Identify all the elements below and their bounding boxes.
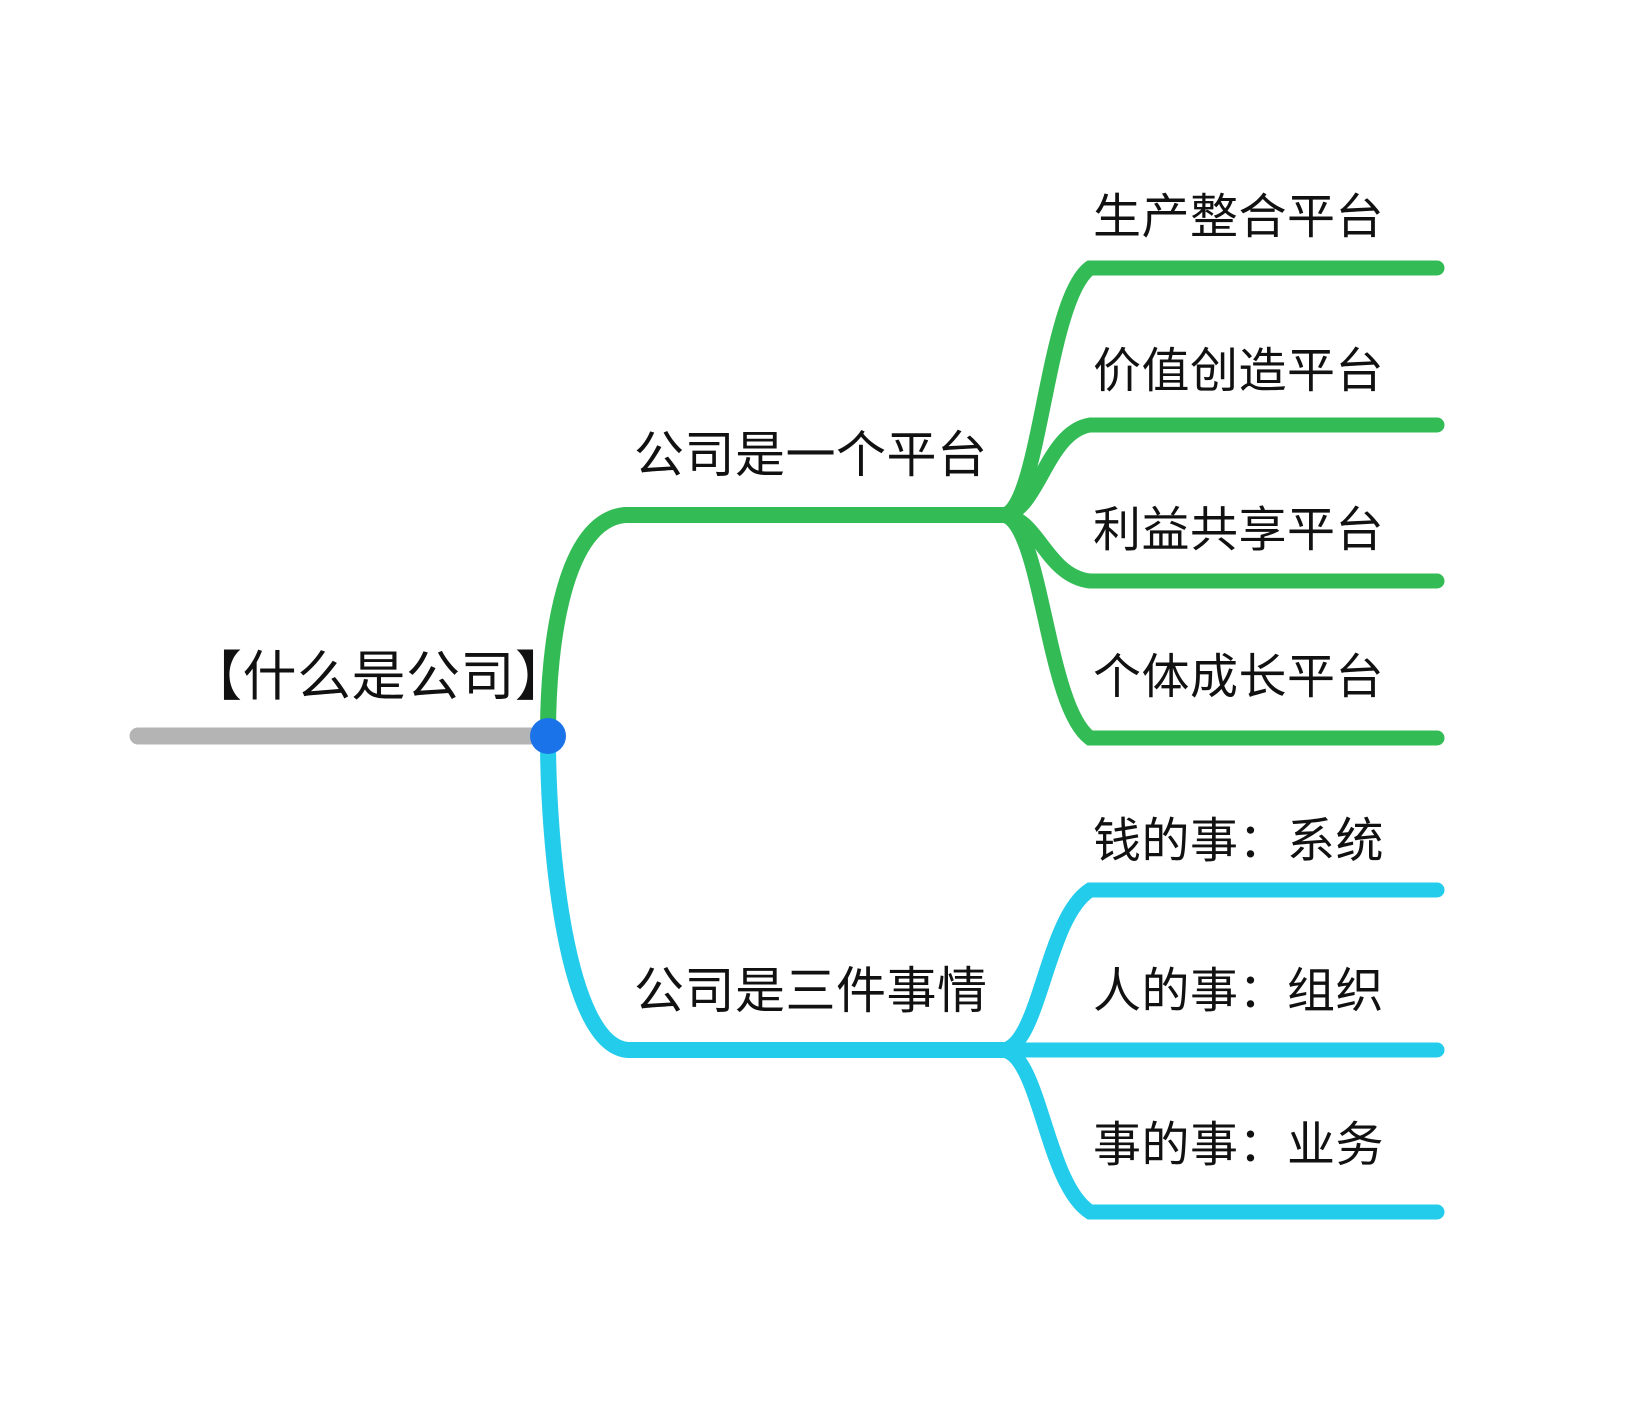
connector-root-to-branch-cyan [540,731,1011,1058]
root-node-label[interactable]: 【什么是公司】 [188,647,570,707]
connector-cyan-leaf-0 [995,882,1445,1058]
connector-green-leaf-1 [995,417,1445,523]
leaf-label-money-system[interactable]: 钱的事：系统 [1093,815,1385,868]
connector-cyan-leaf-2 [995,1042,1445,1220]
branch-label-company-is-three-things[interactable]: 公司是三件事情 [634,963,988,1019]
leaf-label-value-creation-platform[interactable]: 价值创造平台 [1093,345,1385,398]
connector-green-leaf-3 [995,507,1445,746]
leaf-label-benefit-sharing-platform[interactable]: 利益共享平台 [1093,504,1385,557]
leaf-label-individual-growth-platform[interactable]: 个体成长平台 [1093,651,1385,704]
branch-label-company-is-a-platform[interactable]: 公司是一个平台 [634,427,988,483]
root-node-dot[interactable] [530,718,566,754]
leaf-label-production-integration-platform[interactable]: 生产整合平台 [1093,191,1385,244]
connector-root-to-branch-green [540,507,1011,741]
leaf-label-tasks-business[interactable]: 事的事：业务 [1093,1119,1385,1172]
leaf-label-people-organization[interactable]: 人的事：组织 [1093,965,1385,1018]
